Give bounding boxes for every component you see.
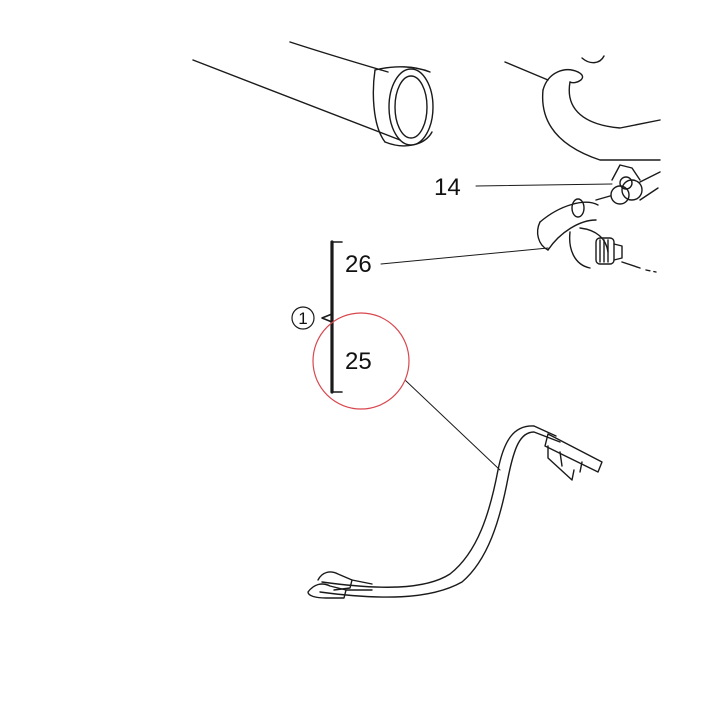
- curved-hose-part: [504, 55, 661, 161]
- leader-line-25: [404, 379, 501, 471]
- elbow-connector-part: [536, 198, 657, 273]
- group-number-circle: [291, 306, 315, 330]
- callout-label-26: 26: [345, 251, 372, 278]
- group-bracket: [321, 240, 343, 394]
- leader-line-26: [380, 247, 549, 265]
- group-number-label: 1: [298, 309, 307, 328]
- callout-label-14: 14: [434, 174, 461, 201]
- leader-line-14: [475, 183, 613, 187]
- hose-clamp-part: [595, 164, 661, 205]
- highlight-circle: [312, 312, 410, 410]
- wire-harness-part: [307, 425, 603, 599]
- large-hose-part: [192, 41, 434, 147]
- callout-label-25: 25: [345, 348, 372, 375]
